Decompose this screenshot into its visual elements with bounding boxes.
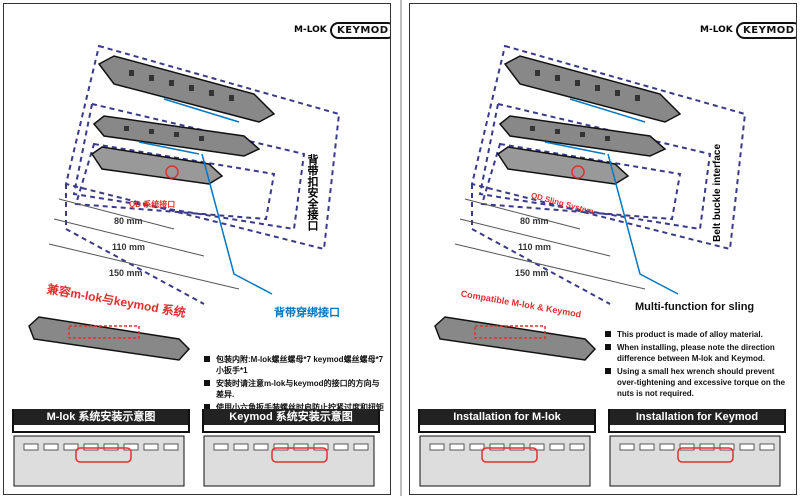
notes-list: This product is made of alloy material. …: [605, 329, 790, 401]
sling-label: Multi-function for sling: [635, 301, 755, 313]
note-item: 安装时请注意m-lok与keymod的接口的方向与差异.: [204, 378, 384, 400]
install-mlok-title: M-lok 系统安装示意图: [14, 409, 188, 425]
install-keymod-box: Keymod 系统安装示意图: [202, 409, 380, 433]
install-mlok-box: M-lok 系统安装示意图: [12, 409, 190, 433]
sling-label: 背带穿绑接口: [274, 307, 340, 319]
dim-80: 80 mm: [520, 216, 549, 226]
dim-110: 110 mm: [112, 242, 146, 252]
install-keymod-title: Installation for Keymod: [610, 409, 784, 425]
install-keymod-title: Keymod 系统安装示意图: [204, 409, 378, 425]
note-item: This product is made of alloy material.: [605, 329, 790, 340]
install-keymod-box: Installation for Keymod: [608, 409, 786, 433]
panel-english: M-LOK KEYMOD Belt buckle interface QD Sl…: [409, 3, 797, 495]
vertical-label: 背带扣安全接口: [306, 154, 318, 231]
dim-150: 150 mm: [109, 268, 143, 278]
install-mlok-title: Installation for M-lok: [420, 409, 594, 425]
panel-divider: [400, 0, 402, 496]
rail-illustration: [13, 44, 375, 487]
install-mlok-box: Installation for M-lok: [418, 409, 596, 433]
note-item: Using a small hex wrench should prevent …: [605, 366, 790, 399]
note-item: When installing, please note the directi…: [605, 342, 790, 364]
dim-80: 80 mm: [114, 216, 143, 226]
mlok-logo: M-LOK: [700, 25, 733, 35]
vertical-label: Belt buckle interface: [712, 144, 723, 242]
dim-110: 110 mm: [518, 242, 552, 252]
note-item: 包装内附:M-lok螺丝螺母*7 keymod螺丝螺母*7 小扳手*1: [204, 354, 384, 376]
keymod-logo: KEYMOD: [330, 22, 390, 39]
dim-150: 150 mm: [515, 268, 549, 278]
rail-illustration: [419, 44, 781, 487]
keymod-logo: KEYMOD: [736, 22, 796, 39]
mlok-logo: M-LOK: [294, 25, 327, 35]
qd-label: QD 系统接口: [129, 200, 176, 209]
panel-chinese: M-LOK KEYMOD 背带扣安全接口 QD 系统接口 背带穿绑接口 兼容m-…: [3, 3, 391, 495]
